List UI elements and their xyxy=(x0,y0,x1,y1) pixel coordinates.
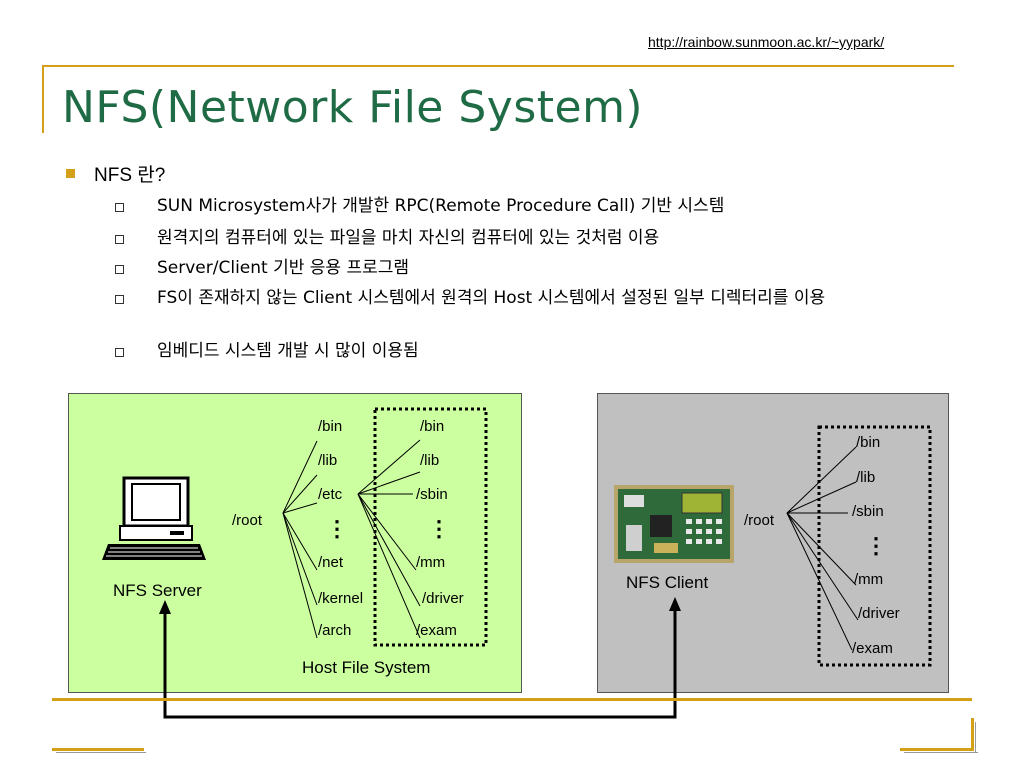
server-dir-lib: /lib xyxy=(318,452,338,469)
client-dir-driver: /driver xyxy=(858,605,900,622)
list-item: SUN Microsystem사가 개발한 RPC(Remote Procedu… xyxy=(115,196,977,216)
footer-rule xyxy=(52,698,972,701)
arrowhead-client xyxy=(669,597,681,611)
embedded-board-icon xyxy=(614,485,734,563)
list-item-text: 원격지의 컴퓨터에 있는 파일을 마치 자신의 컴퓨터에 있는 것처럼 이용 xyxy=(157,228,660,248)
list-item-text: FS이 존재하지 않는 Client 시스템에서 원격의 Host 시스템에서 … xyxy=(157,288,826,308)
footer-right-shadow xyxy=(904,752,978,753)
server-dir-etc: /etc xyxy=(318,486,343,503)
etc-dir-exam: /exam xyxy=(416,622,457,639)
list-item-text: SUN Microsystem사가 개발한 RPC(Remote Procedu… xyxy=(157,196,725,216)
checkbox-bullet-icon xyxy=(115,203,124,212)
title-left-rule xyxy=(42,65,44,133)
etc-dir-ellipsis: ⋮ xyxy=(428,516,450,541)
client-dir-ellipsis: ⋮ xyxy=(865,533,887,558)
client-root-branches xyxy=(786,446,859,651)
main-bullet: NFS 란? xyxy=(66,160,165,187)
list-item-text: 임베디드 시스템 개발 시 많이 이용됨 xyxy=(157,341,419,361)
mount-connection-arrow xyxy=(163,608,677,719)
footer-right-vertical xyxy=(971,718,974,751)
page-title: NFS(Network File System) xyxy=(62,82,644,133)
server-dir-ellipsis: ⋮ xyxy=(326,516,348,541)
server-dir-kernel: /kernel xyxy=(318,590,364,607)
list-item: FS이 존재하지 않는 Client 시스템에서 원격의 Host 시스템에서 … xyxy=(115,288,977,308)
footer-left-accent xyxy=(52,748,144,751)
server-dir-bin: /bin xyxy=(318,418,343,435)
client-dir-exam: /exam xyxy=(852,640,893,657)
checkbox-bullet-icon xyxy=(115,348,124,357)
host-fs-dotted-box xyxy=(373,407,488,647)
nfs-server-label: NFS Server xyxy=(113,581,202,600)
etc-dir-mm: /mm xyxy=(416,554,446,571)
title-top-rule xyxy=(42,65,954,67)
arrowhead-server xyxy=(159,600,171,614)
bullet-square-icon xyxy=(66,169,75,178)
etc-dir-driver: /driver xyxy=(422,590,464,607)
server-dir-net: /net xyxy=(318,554,344,571)
client-dir-sbin: /sbin xyxy=(852,503,884,520)
main-bullet-text: NFS 란? xyxy=(94,165,166,186)
list-item-text: Server/Client 기반 응용 프로그램 xyxy=(157,258,410,278)
etc-branches xyxy=(357,439,421,639)
list-item: 임베디드 시스템 개발 시 많이 이용됨 xyxy=(115,341,977,361)
checkbox-bullet-icon xyxy=(115,295,124,304)
list-item: Server/Client 기반 응용 프로그램 xyxy=(115,258,977,278)
server-dir-arch: /arch xyxy=(318,622,352,639)
etc-dir-lib: /lib xyxy=(420,452,440,469)
source-url[interactable]: http://rainbow.sunmoon.ac.kr/~yypark/ xyxy=(648,34,885,50)
server-root-branches xyxy=(282,440,318,639)
footer-right-accent xyxy=(900,748,974,751)
footer-left-shadow xyxy=(56,752,146,753)
client-dir-mm: /mm xyxy=(854,571,884,588)
computer-icon xyxy=(102,476,206,560)
list-item: 원격지의 컴퓨터에 있는 파일을 마치 자신의 컴퓨터에 있는 것처럼 이용 xyxy=(115,228,977,248)
nfs-client-label: NFS Client xyxy=(626,573,709,592)
server-panel xyxy=(68,393,522,693)
client-dir-bin: /bin xyxy=(856,434,881,451)
footer-right-vshadow xyxy=(975,722,976,753)
etc-dir-sbin: /sbin xyxy=(416,486,448,503)
client-root-label: /root xyxy=(744,512,775,529)
host-fs-label: Host File System xyxy=(302,658,431,677)
client-dir-lib: /lib xyxy=(856,469,876,486)
server-root-label: /root xyxy=(232,512,263,529)
checkbox-bullet-icon xyxy=(115,265,124,274)
checkbox-bullet-icon xyxy=(115,235,124,244)
etc-dir-bin: /bin xyxy=(420,418,445,435)
